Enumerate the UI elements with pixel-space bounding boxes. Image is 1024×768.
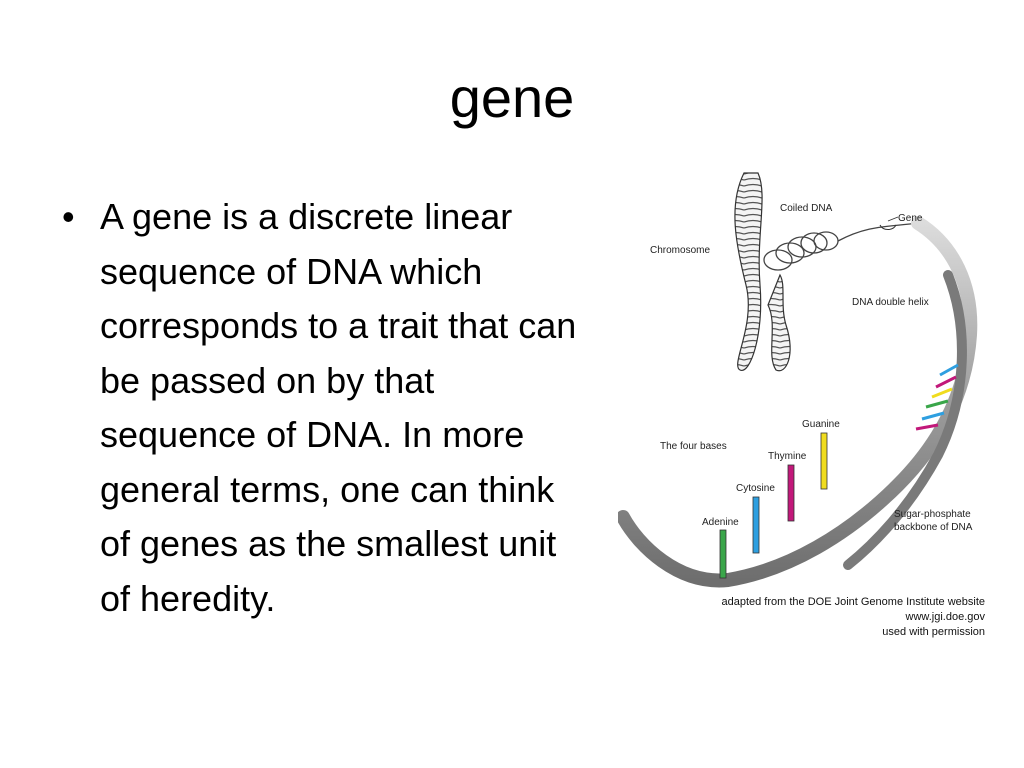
guanine-bar [820,432,828,490]
bullet-dot-icon: • [62,196,75,237]
cytosine-bar [752,496,760,554]
dna-diagram: Chromosome Coiled DNA Gene DNA double he… [618,165,998,645]
label-gene: Gene [898,213,923,224]
slide-title: gene [449,66,575,129]
dna-diagram-svg: Chromosome Coiled DNA Gene DNA double he… [618,172,986,638]
bullet-text: A gene is a discrete linear sequence of … [100,196,577,619]
bullet-list: • A gene is a discrete linear sequence o… [62,190,592,626]
chromosome-shape [734,172,791,372]
label-thymine: Thymine [768,451,807,462]
gene-bracket-icon [879,224,897,230]
label-chromosome: Chromosome [650,245,710,256]
credit-line3: used with permission [882,626,985,638]
label-dna-double-helix: DNA double helix [852,297,929,308]
base-pillars [719,432,828,579]
label-guanine: Guanine [802,419,840,430]
coiled-dna-shape [763,222,919,271]
dna-double-helix-shape [618,216,978,588]
thymine-bar [787,464,795,522]
label-four-bases: The four bases [660,441,727,452]
adenine-bar [719,529,727,579]
label-backbone-line2: backbone of DNA [894,522,973,533]
credit-line2: www.jgi.doe.gov [905,611,986,623]
label-cytosine: Cytosine [736,483,775,494]
credit-line1: adapted from the DOE Joint Genome Instit… [721,596,985,608]
bullet-item: • A gene is a discrete linear sequence o… [62,190,592,626]
label-coiled-dna: Coiled DNA [780,203,833,214]
label-backbone-line1: Sugar-phosphate [894,509,971,520]
label-adenine: Adenine [702,517,739,528]
